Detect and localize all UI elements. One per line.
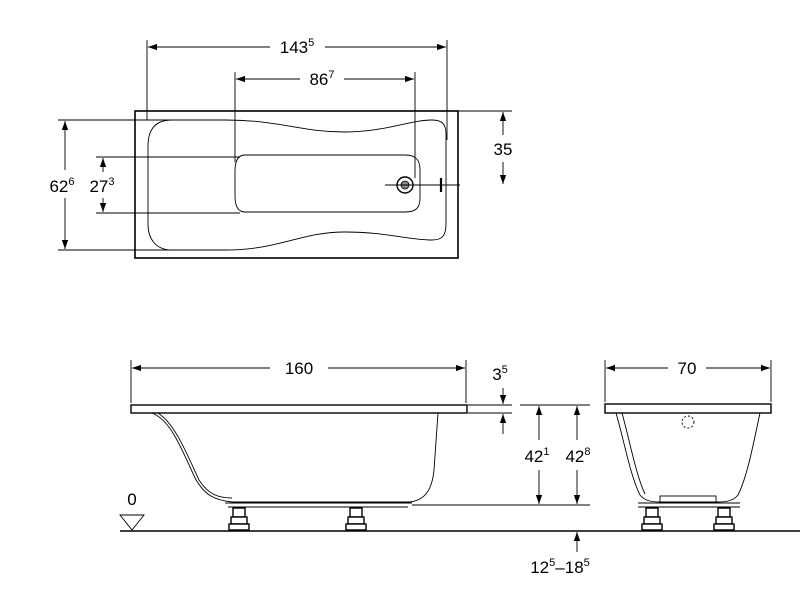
top-view-basin-floor <box>234 154 421 213</box>
leg-icon <box>713 507 735 531</box>
end-view-base <box>659 495 717 503</box>
side-view-body-inner <box>157 412 233 499</box>
dim-label-inner-depth: 421 <box>524 446 549 466</box>
end-view: 70 <box>604 359 772 531</box>
dim-label-leg-range: 125–185 <box>530 557 590 577</box>
end-view-body-inner <box>621 412 646 495</box>
top-view-basin-outline <box>147 119 447 251</box>
end-view-body <box>615 412 761 503</box>
dim-label-drain-offset: 35 <box>494 140 513 159</box>
leg-icon <box>345 507 367 531</box>
top-view-outer-rim <box>134 110 459 259</box>
dim-label-length: 160 <box>285 359 313 378</box>
dim-label-inner-length: 867 <box>309 69 334 89</box>
leg-icon <box>641 507 663 531</box>
floor-level-label: 0 <box>127 490 136 509</box>
dim-label-rim: 35 <box>492 364 508 384</box>
side-view: 0 160 35 421 428 125–185 <box>119 359 800 577</box>
top-view: 1435 867 35 626 273 <box>49 37 513 259</box>
dim-label-width: 70 <box>678 359 697 378</box>
overflow-hidden-icon <box>681 415 695 429</box>
dim-label-outer-width: 626 <box>49 176 74 196</box>
dim-label-inner-width: 273 <box>89 176 114 196</box>
leg-icon <box>228 507 250 531</box>
floor-level-triangle-icon <box>119 514 145 531</box>
dim-label-outer-length: 1435 <box>280 37 315 57</box>
end-view-rim <box>604 403 772 414</box>
dim-label-outer-depth: 428 <box>565 446 590 466</box>
side-view-body <box>151 412 439 503</box>
side-view-rim <box>130 404 468 414</box>
